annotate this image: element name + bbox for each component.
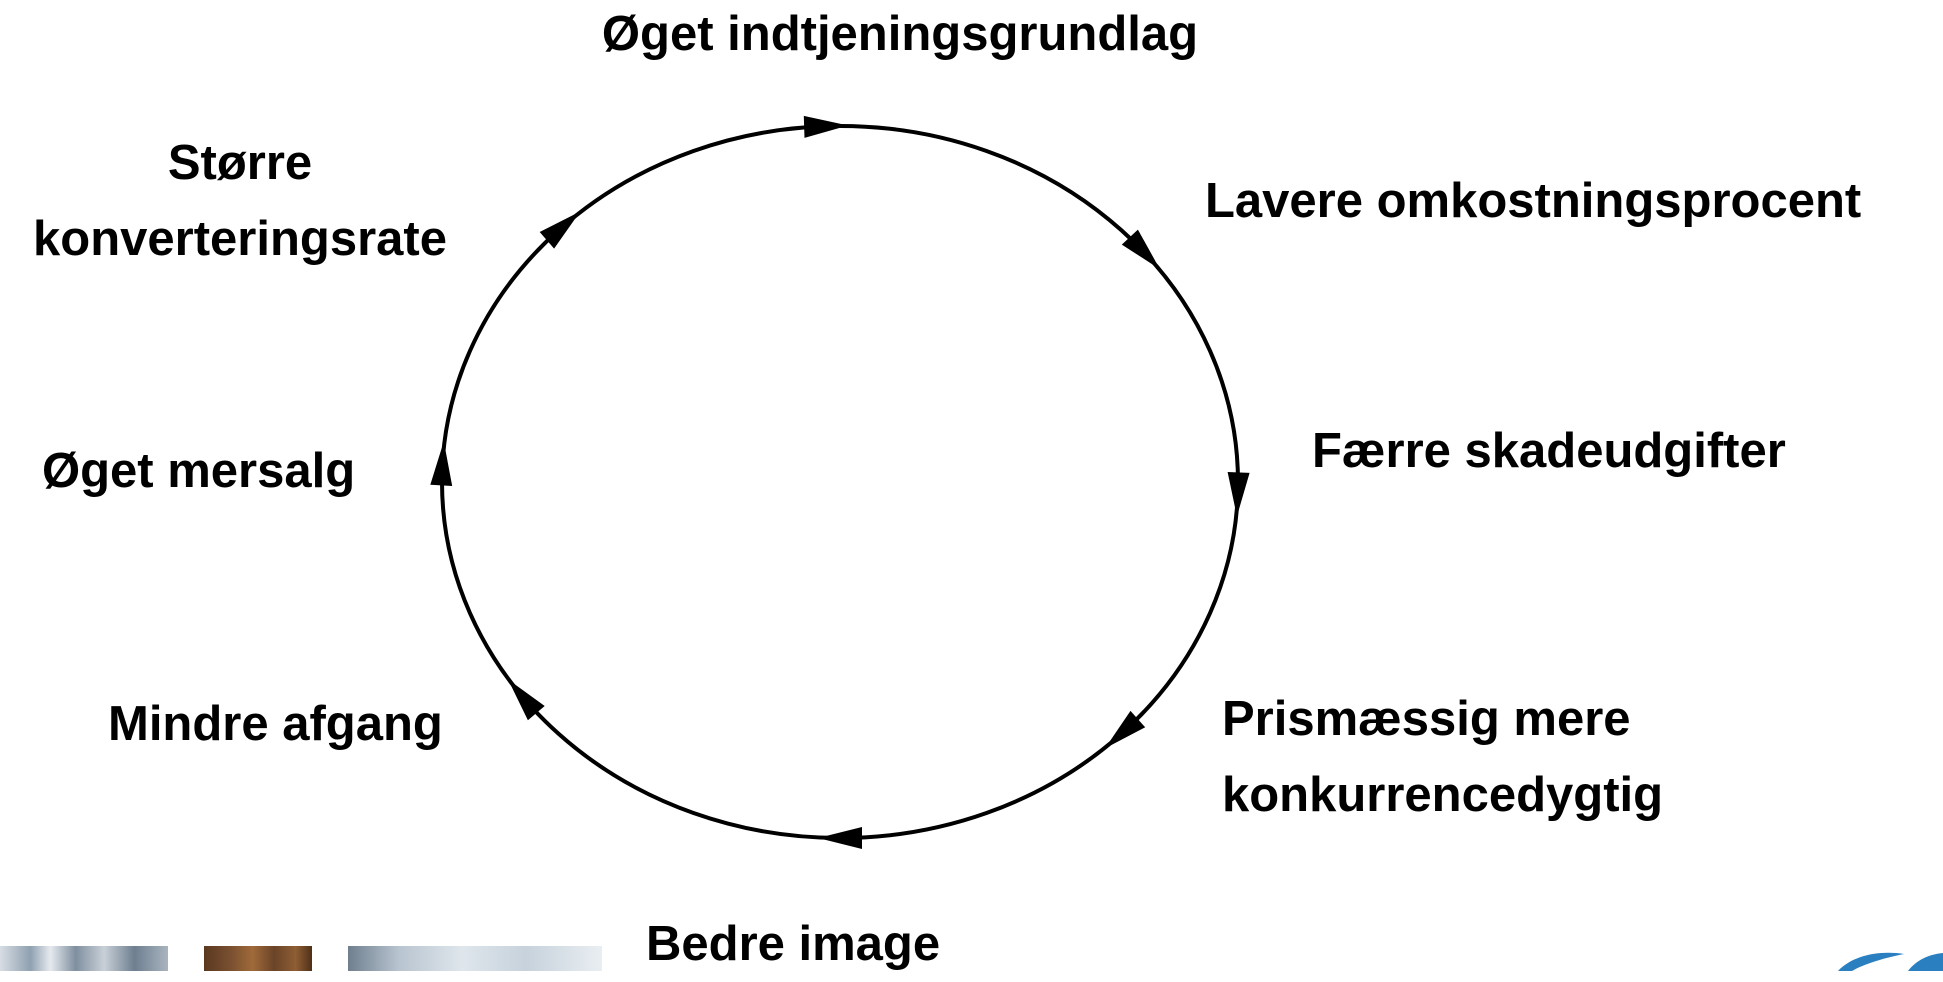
node-label-top: Øget indtjeningsgrundlag — [540, 0, 1260, 72]
node-label-upper-left: Større konverteringsrate — [0, 125, 480, 277]
arrowhead-upper-right-to-right — [1121, 229, 1160, 270]
node-label-bottom: Bedre image — [646, 906, 940, 982]
arrowhead-lower-left-to-left — [508, 679, 545, 721]
photo-thumbnail-people — [0, 946, 168, 971]
arrowhead-top-to-upper-right — [803, 115, 849, 138]
node-upper-left-line-1: Større — [167, 136, 313, 190]
node-label-upper-right: Lavere omkostningsprocent — [1205, 163, 1861, 239]
node-lower-left-text: Mindre afgang — [108, 697, 443, 751]
arrowhead-bottom-to-lower-left — [818, 827, 862, 849]
node-top-text: Øget indtjeningsgrundlag — [601, 7, 1199, 61]
cycle-arrows — [430, 115, 1250, 849]
node-label-left: Øget mersalg — [42, 433, 355, 509]
photo-thumbnail-crowd — [204, 946, 312, 971]
photo-thumbnail-landscape — [348, 946, 602, 971]
node-upper-right-text: Lavere omkostningsprocent — [1205, 174, 1862, 228]
arrowhead-lower-right-to-bottom — [1105, 710, 1146, 749]
node-left-text: Øget mersalg — [42, 444, 356, 498]
arrowhead-right-to-lower-right — [1227, 472, 1250, 517]
node-label-lower-right: Prismæssig mere konkurrencedygtig — [1222, 681, 1663, 833]
node-upper-left-line-2: konverteringsrate — [33, 212, 447, 266]
node-right-text: Færre skadeudgifter — [1312, 424, 1786, 478]
node-label-lower-left: Mindre afgang — [108, 686, 443, 762]
node-bottom-text: Bedre image — [646, 917, 941, 971]
brand-logo-fragment — [1838, 952, 1943, 971]
node-lower-right-line-1: Prismæssig mere — [1222, 692, 1631, 746]
node-label-right: Færre skadeudgifter — [1312, 413, 1786, 489]
node-lower-right-line-2: konkurrencedygtig — [1222, 768, 1664, 822]
arrowhead-left-to-upper-left — [430, 441, 453, 486]
arrowhead-upper-left-to-top — [539, 211, 581, 249]
